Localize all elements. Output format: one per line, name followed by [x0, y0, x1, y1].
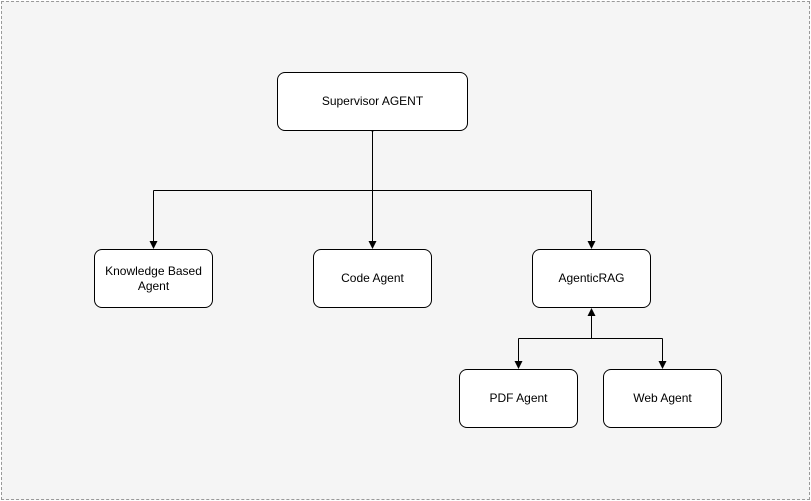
node-label: Supervisor AGENT — [321, 94, 424, 108]
node-pdf-agent[interactable]: PDF Agent — [459, 369, 578, 428]
node-label: Knowledge Based Agent — [105, 263, 202, 293]
node-label: Code Agent — [341, 271, 404, 285]
node-label: Web Agent — [633, 391, 692, 405]
node-supervisor-agent[interactable]: Supervisor AGENT — [277, 72, 468, 131]
node-knowledge-based-agent[interactable]: Knowledge Based Agent — [94, 249, 213, 308]
node-web-agent[interactable]: Web Agent — [603, 369, 722, 428]
node-label: PDF Agent — [489, 391, 548, 405]
node-code-agent[interactable]: Code Agent — [313, 249, 432, 308]
node-label: AgenticRAG — [558, 271, 625, 285]
node-agenticrag[interactable]: AgenticRAG — [532, 249, 651, 308]
